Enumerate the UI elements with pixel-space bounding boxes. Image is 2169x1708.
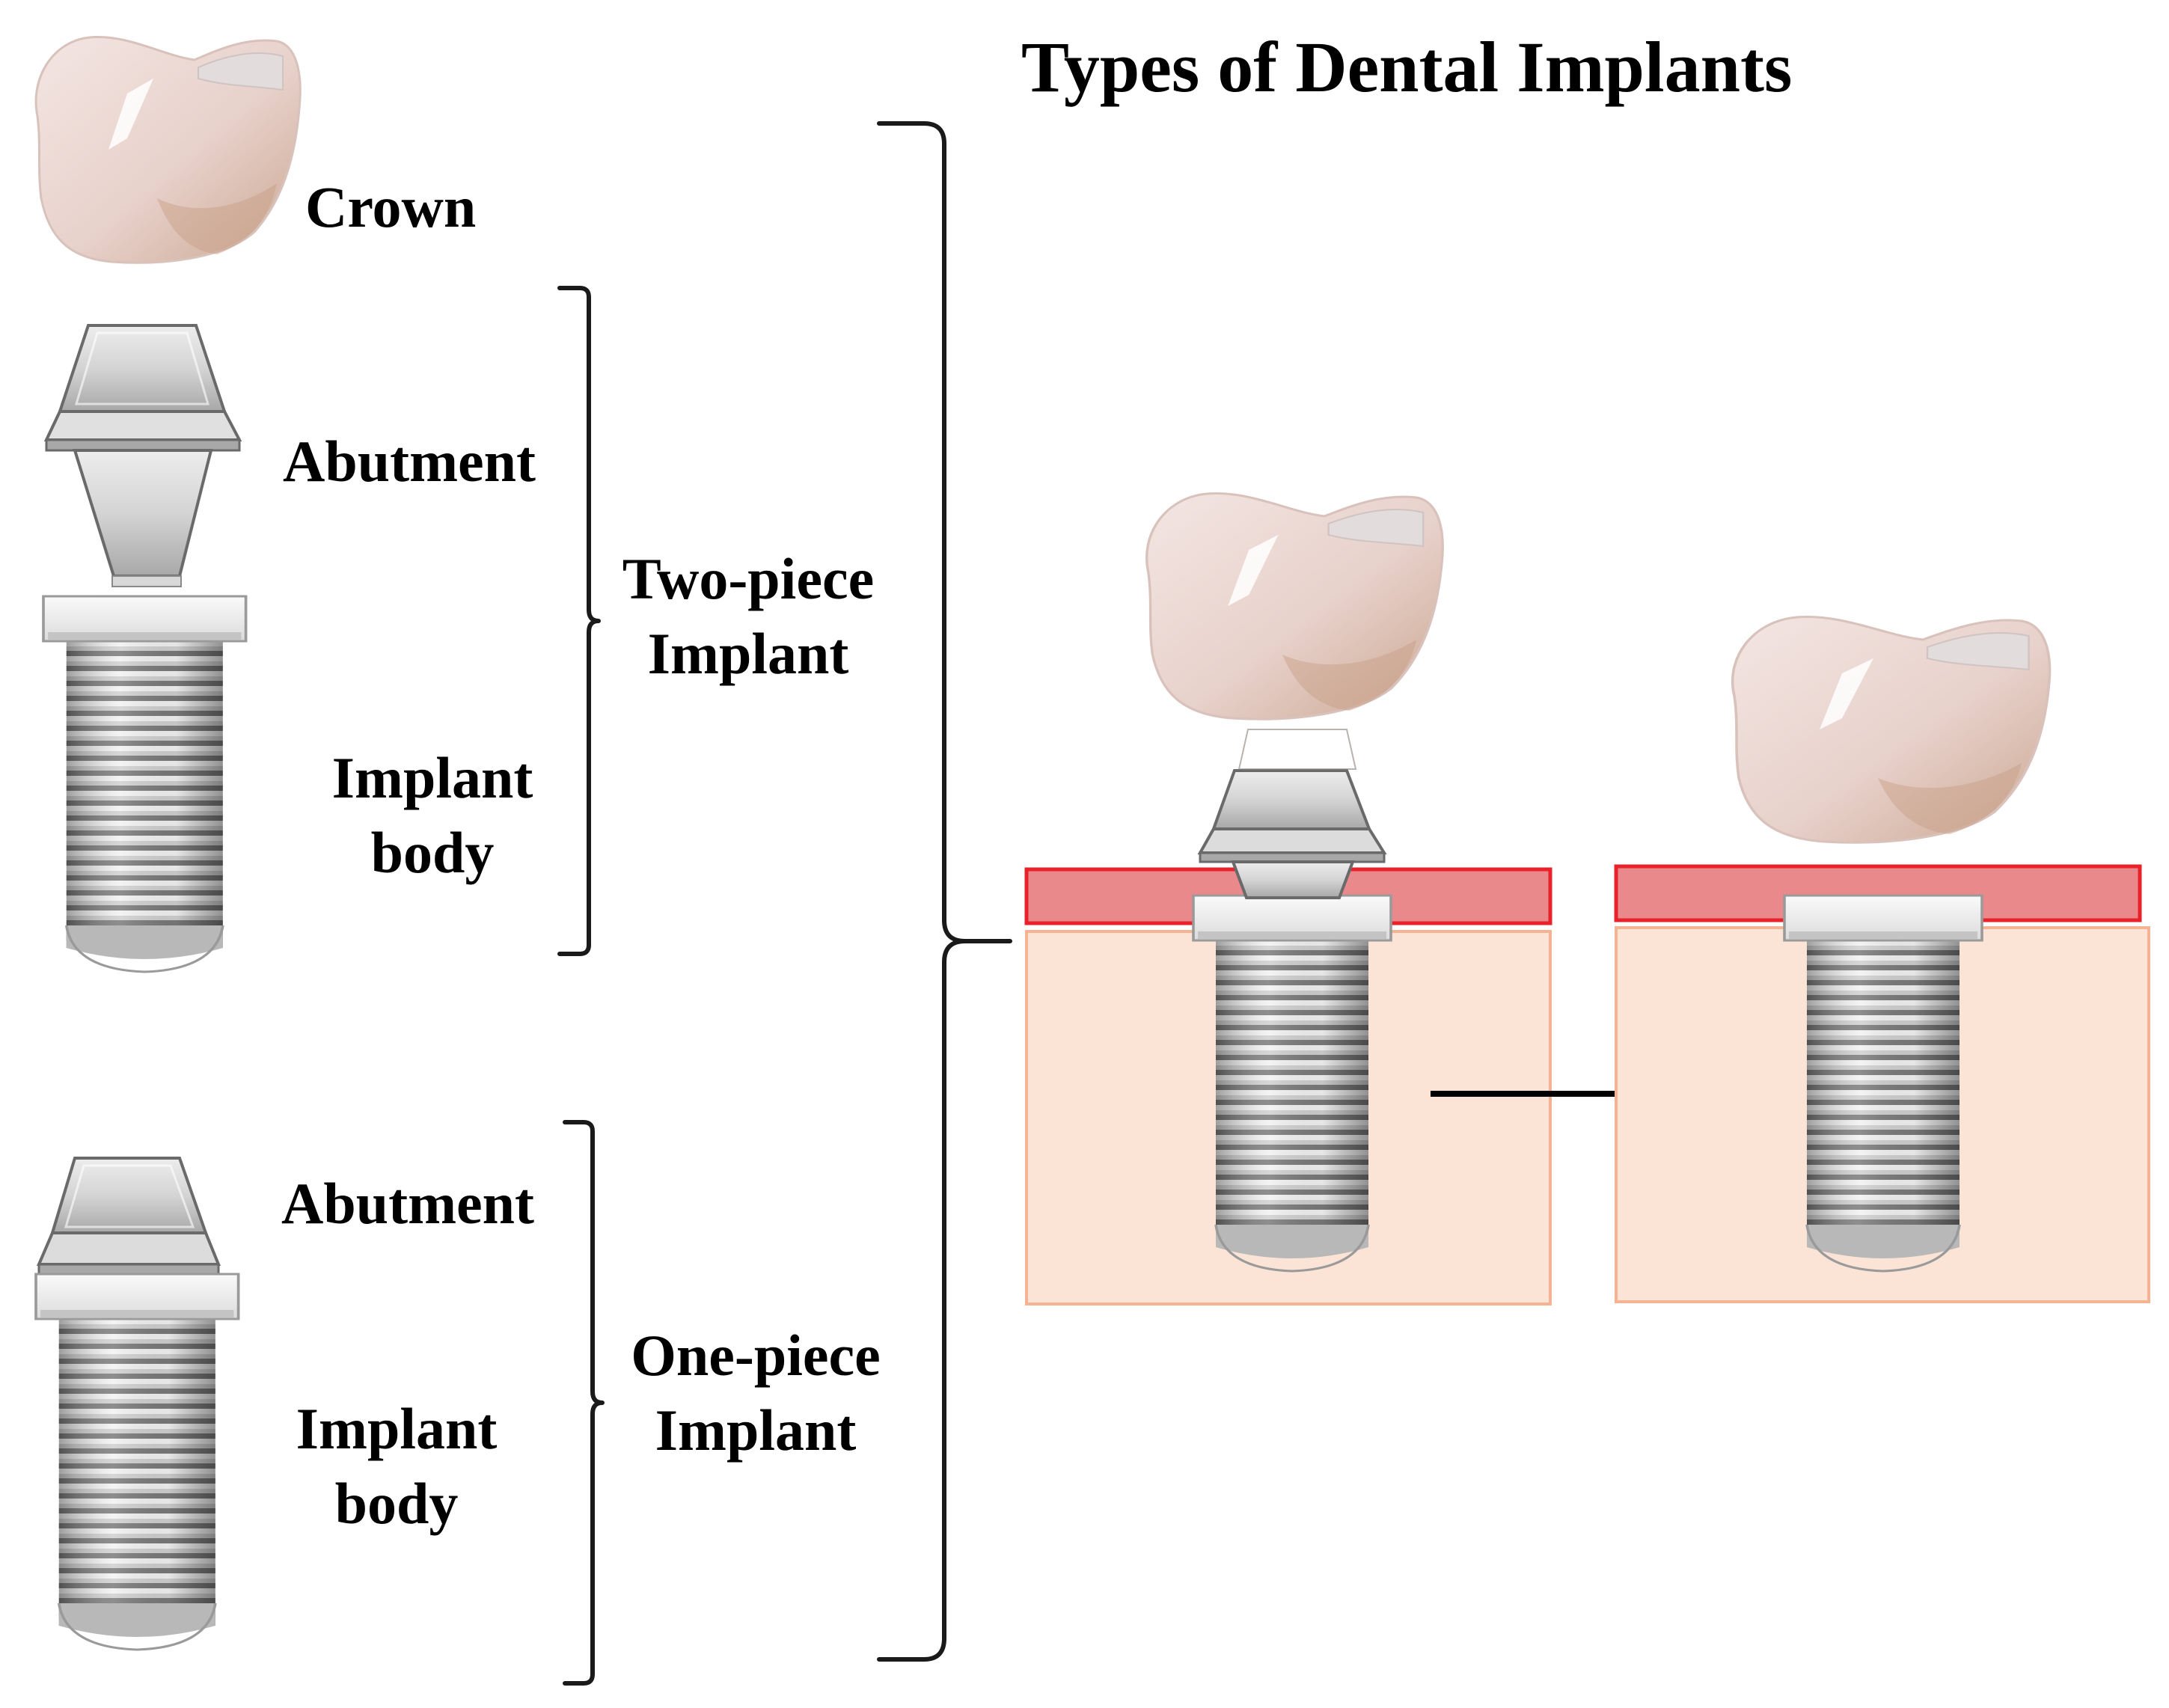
types-brace bbox=[877, 121, 1012, 1662]
page-title: Types of Dental Implants bbox=[1021, 27, 1793, 107]
one-piece-implant-icon bbox=[34, 1157, 240, 1651]
one-piece-brace bbox=[563, 1120, 605, 1686]
two-piece-group-label: Two-piece Implant bbox=[622, 546, 875, 686]
two-piece-brace bbox=[557, 286, 601, 956]
two-piece-implant-body-label: Implant body bbox=[331, 745, 533, 885]
crown-icon bbox=[34, 35, 302, 264]
one-piece-abutment-label: Abutment bbox=[281, 1171, 535, 1236]
one-piece-implant-body-label: Implant body bbox=[296, 1396, 498, 1536]
two-piece-abutment-label: Abutment bbox=[283, 429, 536, 494]
implant-body-icon bbox=[42, 595, 248, 973]
two-piece-in-bone bbox=[1024, 492, 1552, 1306]
crown-label: Crown bbox=[305, 174, 477, 239]
one-piece-group-label: One-piece Implant bbox=[631, 1323, 881, 1463]
abutment-icon bbox=[43, 324, 242, 587]
one-piece-in-bone bbox=[1614, 615, 2150, 1303]
